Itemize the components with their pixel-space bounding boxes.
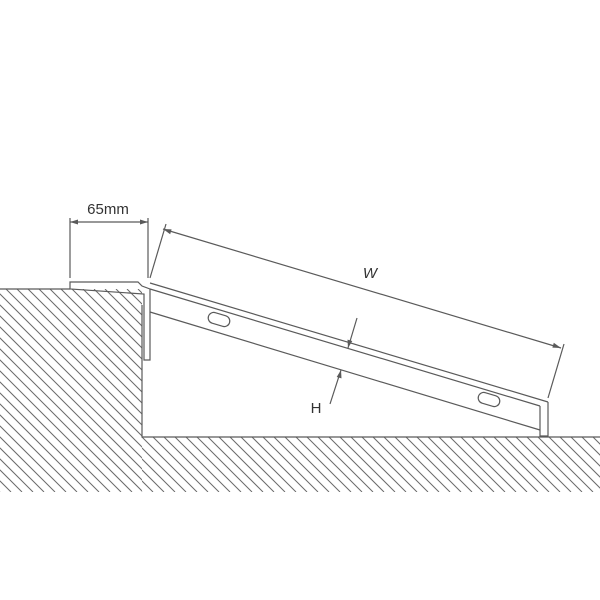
hatch-line	[218, 437, 275, 492]
ramp-slot-hole	[207, 311, 231, 328]
hatch-line	[581, 437, 600, 492]
hatch-line	[0, 289, 142, 492]
hatch-line	[0, 289, 34, 492]
hatch-line	[0, 289, 142, 492]
hatch-line	[471, 437, 528, 492]
hatch-line	[460, 437, 517, 492]
hatch-line	[383, 437, 440, 492]
hatch-line	[163, 437, 220, 492]
hatch-line	[142, 437, 154, 492]
hatch-line	[152, 437, 209, 492]
hatch-line	[27, 289, 142, 492]
hatch-line	[185, 437, 242, 492]
hatch-line	[0, 289, 111, 492]
hatch-line	[251, 437, 308, 492]
hatch-line	[16, 289, 142, 492]
hatch-line	[559, 437, 600, 492]
hatch-line	[207, 437, 264, 492]
hatch-line	[372, 437, 429, 492]
lip-angle	[69, 281, 151, 361]
hatch-line	[306, 437, 363, 492]
hatch-line	[240, 437, 297, 492]
lip-width-label: 65mm	[87, 201, 129, 218]
ramp-plate	[149, 282, 549, 437]
hatch-line	[104, 289, 142, 492]
hatch-line	[5, 289, 142, 492]
hatch-line	[405, 437, 462, 492]
hatch-line	[142, 437, 187, 492]
ground-hatch-lower	[142, 437, 600, 492]
ramp-slot-hole	[477, 391, 501, 408]
hatch-line	[174, 437, 231, 492]
dimension-ramp-width: W	[149, 223, 565, 399]
hatch-line	[339, 437, 396, 492]
hatch-line	[328, 437, 385, 492]
hatch-line	[515, 437, 572, 492]
hatch-line	[438, 437, 495, 492]
hatch-line	[273, 437, 330, 492]
hatch-line	[537, 437, 594, 492]
hatch-line	[0, 289, 100, 492]
hatch-line	[137, 289, 142, 492]
hatch-line	[229, 437, 286, 492]
hatch-line	[0, 289, 133, 492]
ramp-width-label: W	[363, 265, 379, 282]
dimension-ramp-height: H	[311, 317, 358, 417]
ground-hatch-upper	[0, 289, 142, 492]
hatch-line	[0, 289, 45, 492]
hatch-line	[0, 289, 122, 492]
hatch-line	[0, 289, 142, 492]
hatch-line	[0, 289, 142, 492]
hatch-line	[115, 289, 142, 492]
hatch-line	[126, 289, 142, 492]
hatch-line	[71, 289, 142, 492]
hatch-line	[142, 437, 198, 492]
hatch-line	[49, 289, 142, 492]
ramp-height-label: H	[311, 400, 322, 417]
hatch-line	[60, 289, 142, 492]
hatch-line	[0, 289, 56, 492]
hatch-line	[142, 437, 165, 492]
hatch-line	[482, 437, 539, 492]
hatch-line	[570, 437, 600, 492]
hatch-line	[0, 289, 67, 492]
hatch-line	[295, 437, 352, 492]
hatch-line	[427, 437, 484, 492]
hatch-line	[493, 437, 550, 492]
hatch-line	[142, 437, 143, 492]
step-face	[141, 305, 600, 438]
hatch-line	[548, 437, 600, 492]
hatch-line	[350, 437, 407, 492]
hatch-line	[284, 437, 341, 492]
hatch-line	[504, 437, 561, 492]
hatch-line	[93, 289, 142, 492]
hatch-line	[196, 437, 253, 492]
hatch-line	[416, 437, 473, 492]
hatch-line	[82, 289, 142, 492]
hatch-line	[0, 289, 12, 492]
dimension-lip-width: 65mm	[69, 201, 149, 278]
hatch-line	[0, 289, 89, 492]
hatch-line	[526, 437, 583, 492]
hatch-line	[262, 437, 319, 492]
hatch-line	[0, 289, 142, 492]
hatch-line	[142, 437, 176, 492]
hatch-line	[0, 289, 142, 492]
hatch-line	[394, 437, 451, 492]
hatch-line	[449, 437, 506, 492]
hatch-line	[317, 437, 374, 492]
hatch-line	[361, 437, 418, 492]
hatch-line	[0, 289, 78, 492]
hatch-line	[38, 289, 142, 492]
